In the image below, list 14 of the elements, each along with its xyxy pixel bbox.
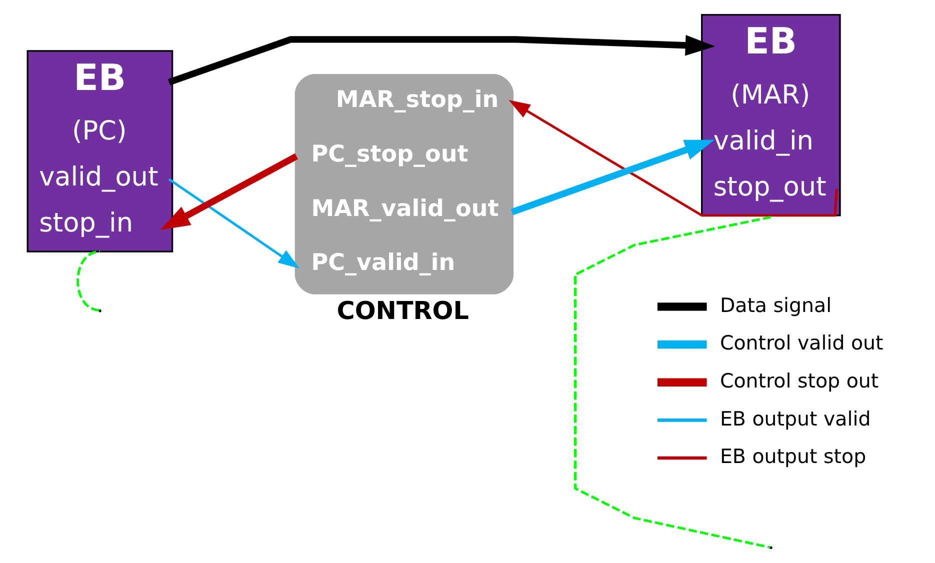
node-label: CONTROL	[336, 296, 469, 326]
connector	[574, 216, 772, 549]
legend-label: EB output stop	[720, 445, 866, 468]
arrow	[508, 100, 838, 217]
legend-label: Control stop out	[720, 369, 879, 392]
arrow	[168, 178, 300, 269]
node-box: MAR_stop_in PC_stop_out MAR_valid_out PC_valid_in	[294, 74, 514, 294]
arrow	[168, 34, 716, 86]
connector	[76, 250, 100, 312]
legend-label: Data signal	[720, 294, 832, 317]
legend-label: Control valid out	[720, 332, 884, 355]
legend-label: EB output valid	[720, 407, 871, 430]
arrow	[510, 140, 715, 216]
arrow	[160, 153, 298, 230]
